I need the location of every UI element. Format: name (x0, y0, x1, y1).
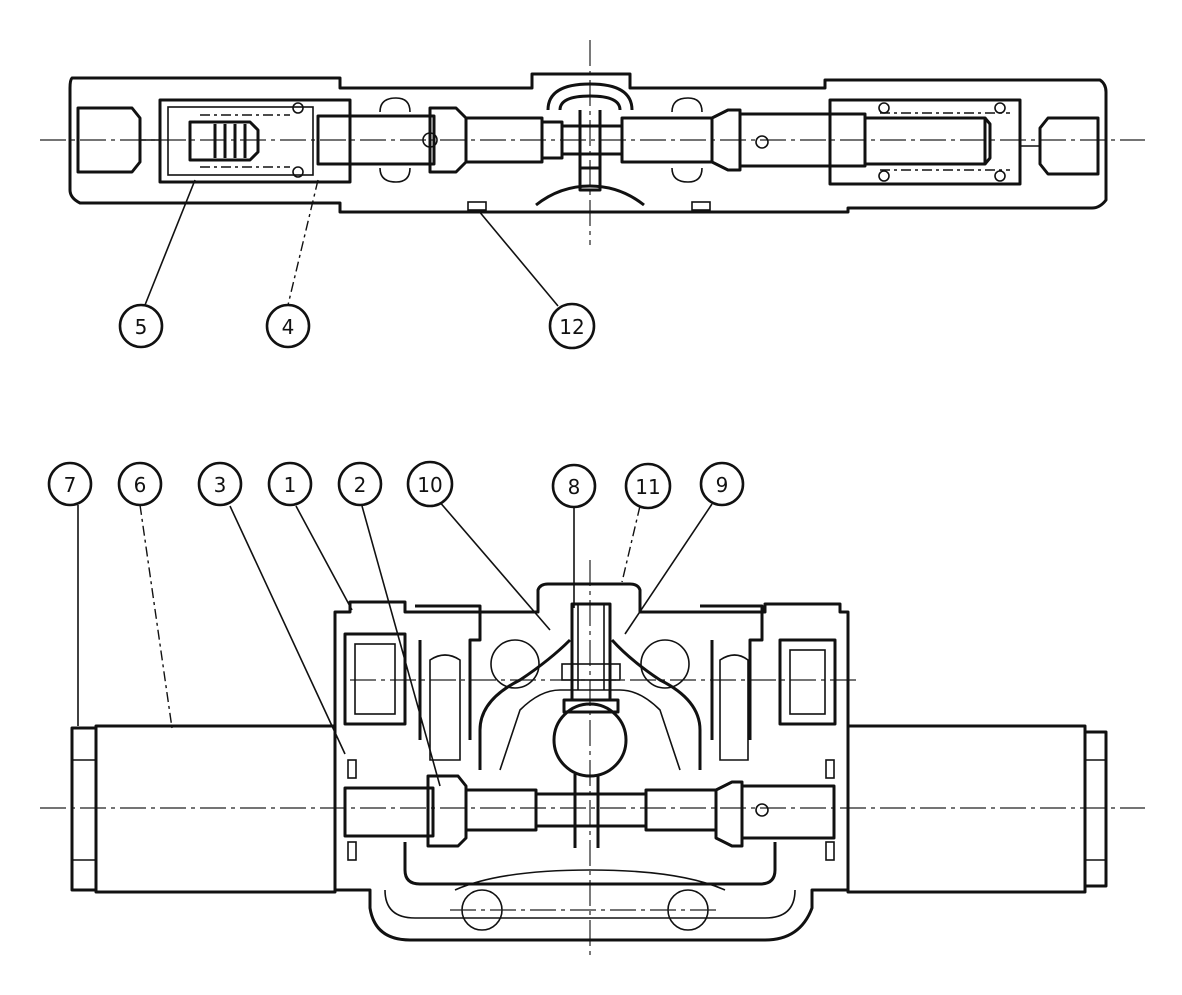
callout-label: 12 (559, 315, 584, 339)
callout-9: 9 (699, 461, 745, 507)
callout-label: 11 (635, 475, 660, 499)
leader-11 (621, 505, 641, 583)
callout-6: 6 (117, 461, 163, 507)
callout-4: 4 (265, 303, 311, 349)
callout-label: 1 (284, 473, 297, 497)
callout-1: 1 (267, 461, 313, 507)
callout-2: 2 (337, 461, 383, 507)
leader-5 (144, 179, 196, 306)
bottom-section-view (40, 560, 1145, 960)
callout-3: 3 (197, 461, 243, 507)
callout-label: 9 (716, 473, 729, 497)
callout-7: 7 (47, 461, 93, 507)
callout-5: 5 (118, 303, 164, 349)
callout-8: 8 (551, 463, 597, 509)
top-section-view (40, 40, 1145, 245)
callout-label: 7 (64, 473, 77, 497)
leader-1 (295, 505, 353, 611)
leader-12 (477, 209, 559, 307)
leader-10 (437, 499, 551, 631)
callout-12: 12 (548, 302, 596, 350)
callout-label: 6 (134, 473, 147, 497)
leader-2 (361, 505, 441, 787)
callout-label: 3 (214, 473, 227, 497)
leader-9 (624, 503, 713, 635)
leader-6 (139, 504, 173, 729)
callout-label: 4 (282, 315, 295, 339)
callout-label: 2 (354, 473, 367, 497)
callout-label: 5 (135, 315, 148, 339)
callout-label: 8 (568, 475, 581, 499)
leader-3 (229, 505, 346, 755)
callout-11: 11 (624, 462, 672, 510)
callout-10: 10 (406, 460, 454, 508)
callout-label: 10 (417, 473, 442, 497)
leader-4 (287, 179, 319, 306)
